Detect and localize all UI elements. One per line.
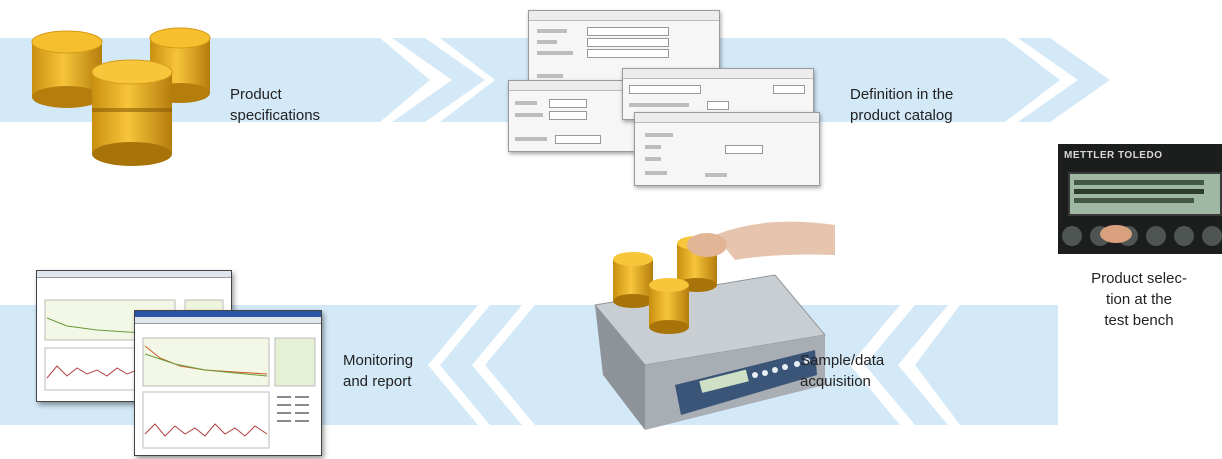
hand-arm (715, 221, 835, 260)
step-label-product-specifications: Product specifications (230, 86, 321, 124)
terminal-brand-logo: METTLER TOLEDO (1064, 150, 1163, 161)
bottom-flow-band (915, 305, 1058, 425)
terminal-keys (1062, 225, 1222, 246)
sample-cylinder-left (613, 252, 653, 308)
step-label-sample-acquisition: Sample/data acquisition (800, 352, 885, 390)
top-flow-chevron-1 (392, 38, 485, 122)
product-cylinders-illustration (31, 27, 211, 166)
step-label-product-selection: Product selec- tion at the test bench (1091, 270, 1187, 329)
terminal-photo: METTLER TOLEDO (1058, 144, 1222, 254)
scale-keypad (675, 350, 817, 415)
bottom-flow-chevron-2 (440, 305, 522, 425)
cylinder-front (91, 59, 173, 166)
sample-cylinder-front (649, 278, 689, 334)
step-label-definition-catalog: Definition in the product catalog (850, 86, 954, 124)
cylinder-back-left (31, 30, 103, 108)
scale-with-samples-illustration (594, 221, 835, 430)
report-screen-front (134, 310, 322, 456)
terminal-screen (1068, 172, 1222, 216)
top-flow-chevron-2 (1018, 38, 1110, 122)
hand (687, 233, 727, 257)
finger (1100, 225, 1132, 243)
bottom-flow-chevron-1 (865, 305, 948, 425)
catalog-dialog-tolerance (634, 112, 820, 186)
step-label-monitoring-report: Monitoring and report (343, 352, 414, 390)
